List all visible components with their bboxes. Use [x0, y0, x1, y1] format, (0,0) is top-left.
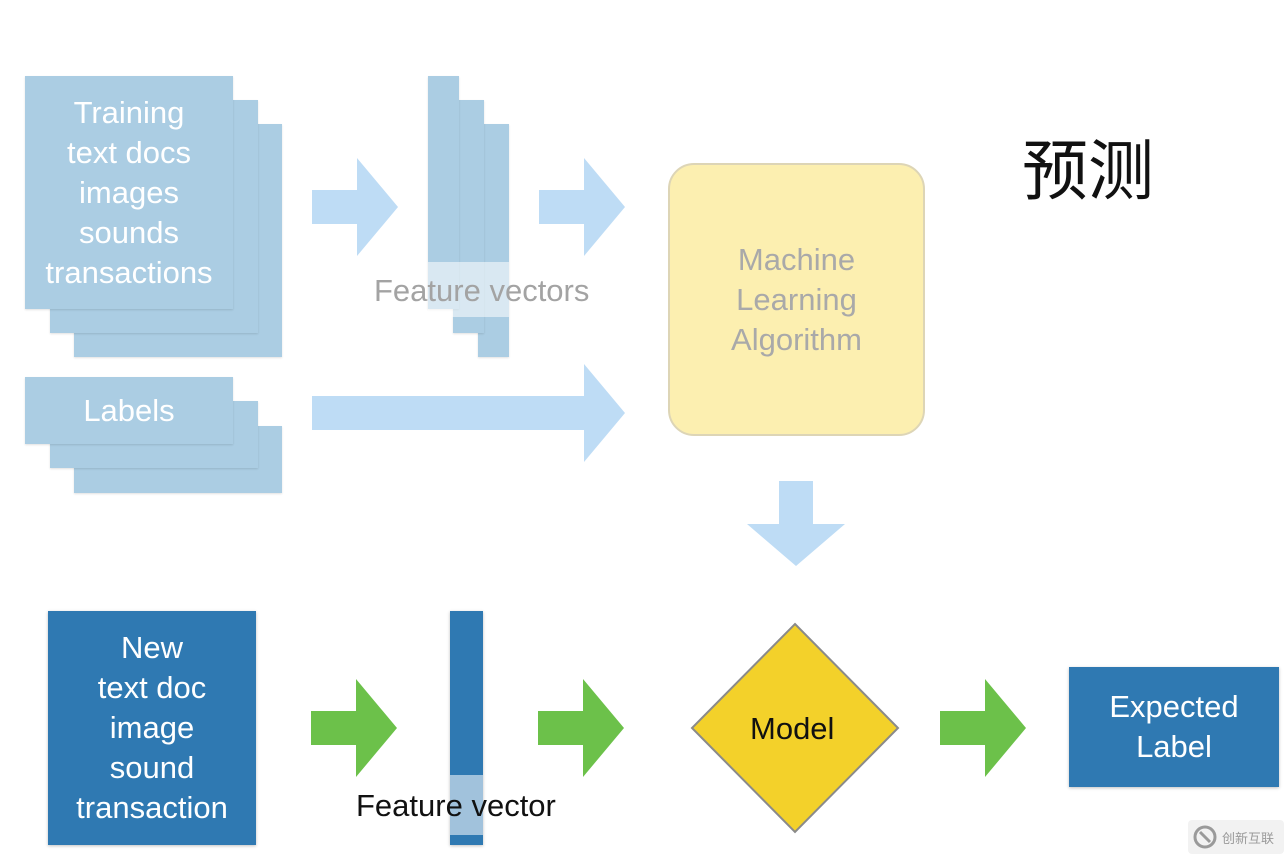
labels-card: Labels — [25, 377, 233, 444]
feature-vectors-label-backdrop — [428, 262, 509, 317]
arrow-right-icon — [311, 679, 397, 777]
expected-label-line: Expected — [1109, 689, 1239, 724]
arrow-right-icon — [312, 158, 398, 256]
watermark: 创新互联 — [1188, 820, 1284, 854]
new-input-line: sound — [109, 750, 195, 785]
new-input-line: New — [120, 630, 183, 665]
new-input-line: text doc — [97, 670, 207, 705]
arrow-right-icon — [312, 364, 625, 462]
ml-line: Algorithm — [731, 321, 862, 357]
training-line: images — [79, 174, 179, 210]
feature-vector-label: Feature vector — [356, 788, 556, 823]
training-line: Training — [73, 94, 185, 130]
feature-vector-label-backdrop — [450, 775, 483, 835]
new-input-line: transaction — [76, 790, 228, 825]
labels-text: Labels — [83, 392, 175, 428]
arrow-right-icon — [539, 158, 625, 256]
expected-label-card: Expected Label — [1069, 667, 1279, 787]
expected-label-line: Label — [1136, 729, 1212, 764]
model-label: Model — [750, 711, 835, 746]
arrow-right-icon — [538, 679, 624, 777]
watermark-logo-icon — [1193, 825, 1217, 849]
training-line: sounds — [79, 214, 179, 250]
training-line: transactions — [45, 254, 213, 290]
watermark-text: 创新互联 — [1222, 830, 1275, 846]
training-line: text docs — [66, 134, 192, 170]
arrow-down-icon — [747, 481, 845, 566]
ml-line: Machine — [737, 241, 856, 277]
feature-vectors-label: Feature vectors — [374, 273, 590, 308]
model-diamond — [690, 622, 900, 834]
new-input-line: image — [109, 710, 195, 745]
training-doc-card: Training text docs images sounds transac… — [25, 76, 233, 309]
machine-learning-algorithm-box: Machine Learning Algorithm — [668, 163, 925, 436]
new-input-card: New text doc image sound transaction — [48, 611, 256, 845]
ml-line: Learning — [736, 281, 857, 317]
page-title: 预测 — [1022, 133, 1154, 210]
arrow-right-icon — [940, 679, 1026, 777]
